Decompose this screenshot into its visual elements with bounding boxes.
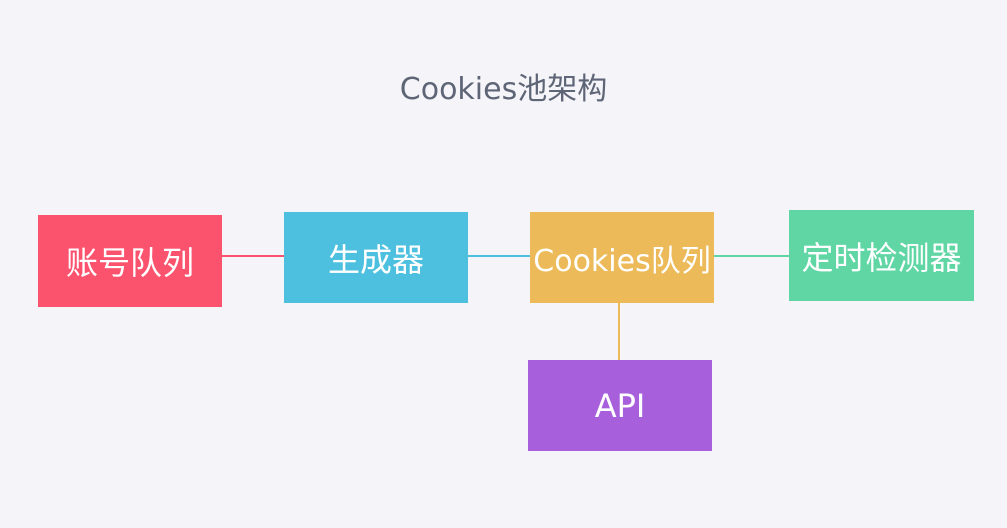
edge-cookies-queue-to-timed-checker <box>714 255 789 257</box>
node-cookies-queue: Cookies队列 <box>530 212 714 303</box>
node-timed-checker: 定时检测器 <box>789 210 974 301</box>
node-timed-checker-label: 定时检测器 <box>801 238 962 277</box>
node-api: API <box>528 360 712 451</box>
node-generator: 生成器 <box>284 212 468 303</box>
node-api-label: API <box>594 386 646 425</box>
edge-account-queue-to-generator <box>222 255 284 257</box>
node-account-queue: 账号队列 <box>38 215 222 307</box>
node-account-queue-label: 账号队列 <box>65 244 194 282</box>
node-cookies-queue-label: Cookies队列 <box>533 243 711 279</box>
node-generator-label: 生成器 <box>327 240 424 279</box>
edge-generator-to-cookies-queue <box>468 255 530 257</box>
edge-cookies-queue-to-api <box>618 303 620 360</box>
diagram-title: Cookies池架构 <box>399 72 608 107</box>
